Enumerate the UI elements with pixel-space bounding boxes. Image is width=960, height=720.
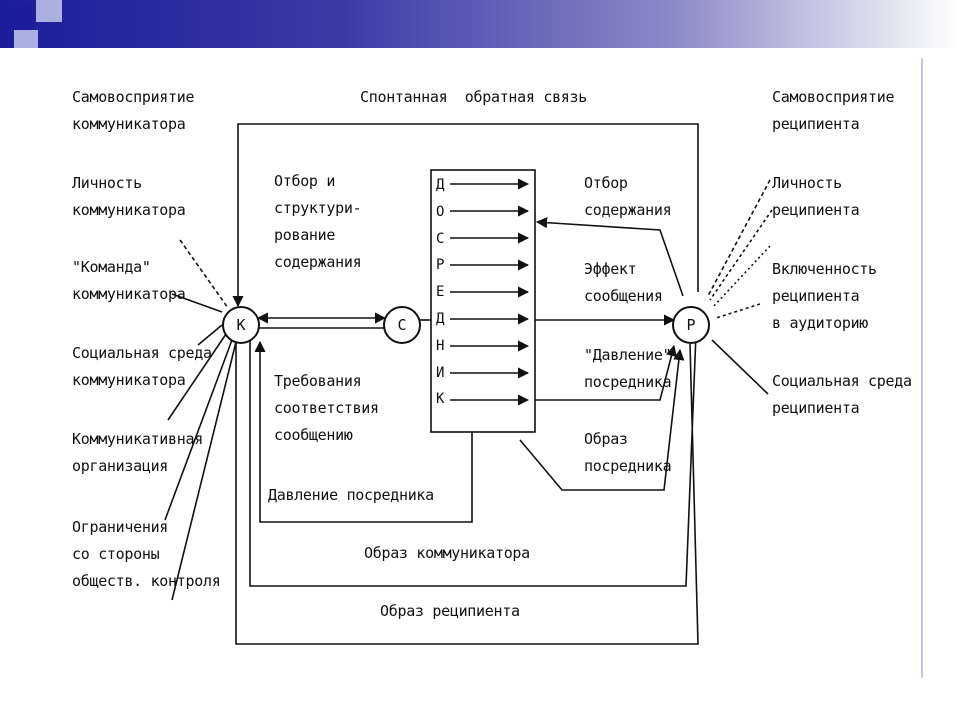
medium-box [430, 169, 536, 433]
medium-letters: Д О С Р Е Д Н И К [436, 172, 456, 413]
medium-letter: И [436, 364, 445, 381]
medium-pressure-left-label: Давление посредника [268, 486, 434, 504]
communicator-personality-label: Личность коммуникатора [72, 174, 186, 219]
recipient-image-line [235, 342, 699, 645]
message-effect-label: Эффект сообщения [584, 260, 663, 305]
medium-image-label: Образ посредника [584, 430, 672, 475]
medium-letter: Е [436, 284, 445, 301]
content-selection-label: Отбор содержания [584, 174, 672, 219]
medium-pressure-right-label: "Давление" посредника [584, 346, 672, 391]
selection-structuring-label: Отбор и структури- рование содержания [274, 172, 362, 271]
medium-letter: Д [436, 177, 445, 193]
medium-image-arrow [519, 348, 685, 491]
communicator-image-label: Образ коммуникатора [364, 544, 530, 562]
recipient-social-env-label: Социальная среда реципиента [772, 372, 912, 417]
medium-letter: Р [436, 257, 445, 274]
decor-square [8, 6, 32, 30]
decor-square [36, 0, 62, 22]
message-requirements-label: Требования соответствия сообщению [274, 372, 379, 444]
spontaneous-feedback-line [232, 123, 699, 308]
decor-square [14, 30, 38, 48]
communicator-self-perception-label: Самовосприятие коммуникатора [72, 88, 195, 133]
recipient-image-label: Образ реципиента [380, 602, 520, 620]
communicator-team-label: "Команда" коммуникатора [72, 258, 186, 303]
communicator-image-line [249, 333, 697, 587]
recipient-node: Р [672, 306, 710, 344]
medium-node: С [383, 306, 421, 344]
recipient-self-perception-label: Самовосприятие реципиента [772, 88, 895, 133]
medium-pressure-line [254, 340, 473, 523]
medium-letter: С [436, 230, 445, 247]
communicative-organization-label: Коммуникативная организация [72, 430, 203, 475]
medium-letter: Д [436, 310, 445, 327]
recipient-personality-label: Личность реципиента [772, 174, 860, 219]
medium-pressure-right-arrow [535, 344, 677, 401]
social-control-constraints-label: Ограничения со стороны обществ. контроля [72, 518, 221, 590]
medium-letter: О [436, 203, 445, 220]
communicator-node: К [222, 306, 260, 344]
title-banner [0, 0, 960, 48]
spontaneous-feedback-label: Спонтанная обратная связь [360, 88, 588, 106]
recipient-involvement-label: Включенность реципиента в аудиторию [772, 260, 877, 332]
medium-letter: К [436, 391, 445, 408]
slide-divider-line [921, 58, 923, 678]
medium-letter: Н [436, 337, 445, 354]
communicator-social-env-label: Социальная среда коммуникатора [72, 344, 212, 389]
content-selection-arrow [535, 217, 684, 297]
